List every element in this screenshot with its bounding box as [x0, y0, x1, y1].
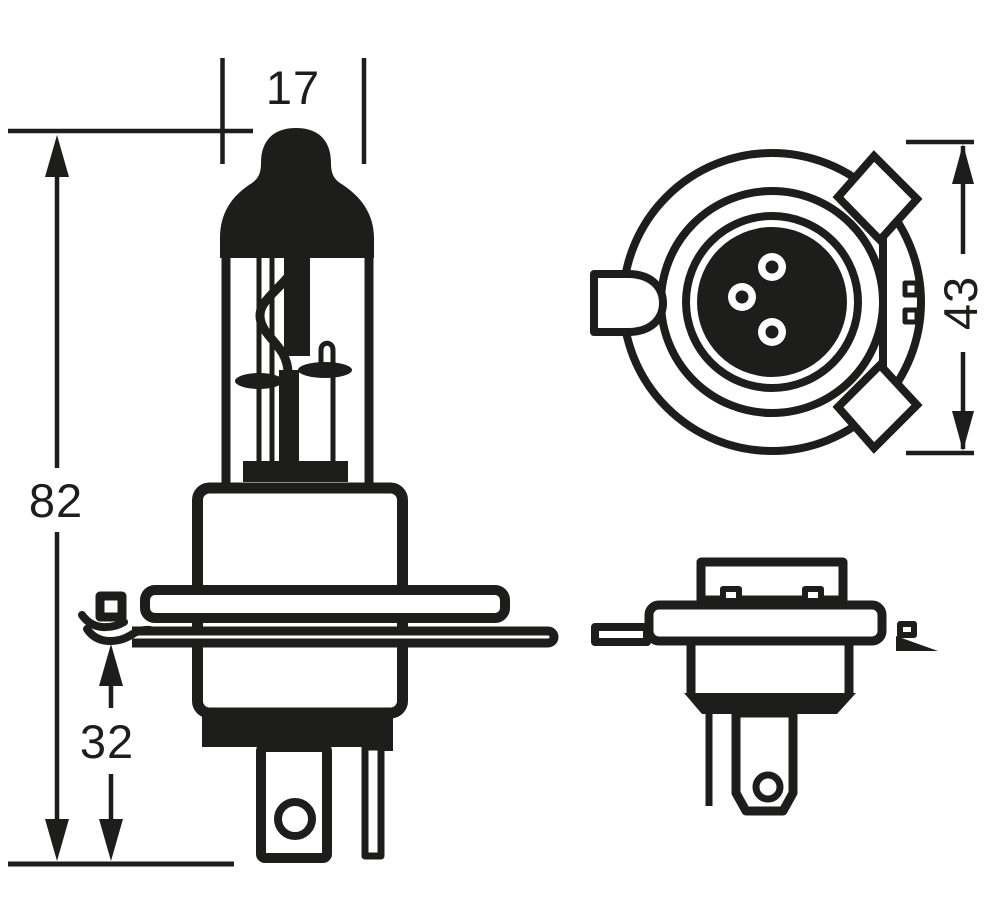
contact-clip-spring-2 — [83, 625, 154, 646]
side-flange — [644, 600, 887, 646]
arrow-down — [45, 819, 69, 861]
dim-17-label: 17 — [266, 61, 320, 114]
dim-32-label: 32 — [80, 715, 134, 768]
dim-43-label: 43 — [934, 276, 987, 330]
filament-hairpin — [318, 340, 336, 466]
dim-82-label: 82 — [29, 474, 83, 527]
filament-post-lower — [279, 370, 299, 464]
contact-window-2 — [902, 307, 920, 325]
front-view — [78, 128, 559, 863]
side-base-top — [696, 557, 848, 605]
top-view — [590, 149, 925, 455]
flange-disc — [132, 626, 559, 648]
side-terminal-hole — [752, 771, 784, 803]
contact-window-1 — [902, 280, 920, 298]
dimension-32: 32 — [80, 644, 134, 861]
pinch-seal — [243, 461, 348, 482]
tab-bottom-right — [832, 359, 923, 454]
side-notch-2 — [802, 586, 824, 604]
filament-shield-right — [298, 362, 352, 378]
arrow-up — [952, 144, 974, 184]
base-disc — [697, 227, 847, 377]
dimension-43: 43 — [906, 139, 987, 456]
tab-top-right — [832, 150, 923, 246]
arrow-up — [99, 644, 123, 686]
base-band-step — [374, 716, 393, 751]
terminal-hole — [274, 798, 316, 840]
arrow-up — [45, 135, 69, 177]
dimension-17: 17 — [220, 58, 367, 164]
side-tab-left — [591, 623, 651, 646]
filament-shield-left — [235, 373, 283, 389]
base-band — [202, 716, 393, 747]
side-clip-spring — [896, 636, 938, 651]
side-view — [591, 557, 938, 816]
flange-collar — [140, 585, 510, 623]
contact-clip-tab — [95, 591, 127, 622]
arrow-down — [952, 411, 974, 451]
pin-top — [758, 253, 786, 281]
dimension-82: 82 — [8, 128, 253, 861]
lead-wire-curve — [255, 257, 303, 377]
pin-bottom — [758, 318, 786, 346]
tab-left — [590, 270, 667, 336]
contact-clip-spring-1 — [78, 611, 128, 632]
pin-left — [728, 283, 756, 311]
bulb-cap — [220, 128, 374, 258]
side-clip-tab — [897, 621, 917, 638]
arrow-down — [99, 819, 123, 861]
terminal-narrow — [361, 743, 385, 860]
side-notch-1 — [720, 586, 742, 604]
side-base-band — [684, 693, 856, 714]
